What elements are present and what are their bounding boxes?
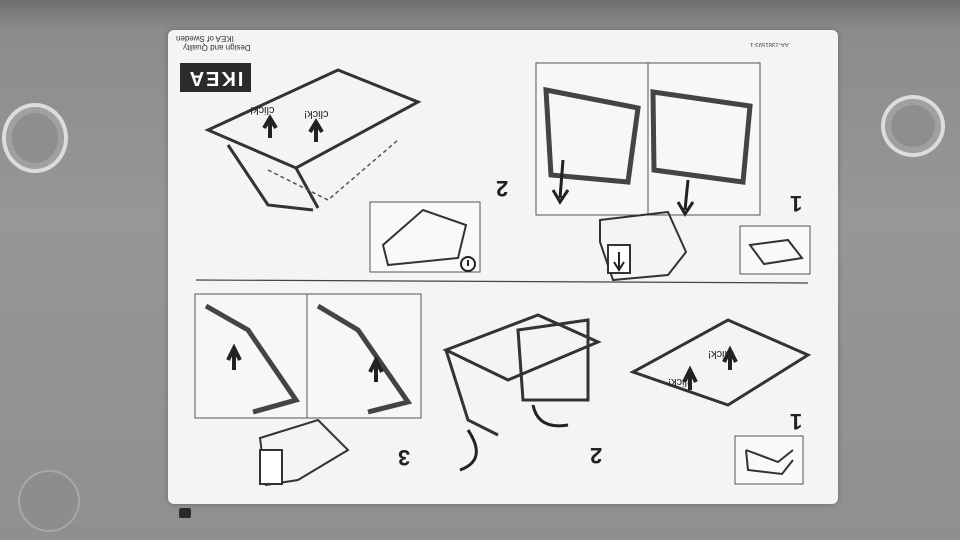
photo-panel-bottom-1 [194,293,308,419]
arrow-up-6 [722,345,738,370]
mounting-hole-right [881,95,945,157]
arrow-up-1 [262,114,278,138]
rack-step2-bottom [442,313,602,437]
clip [179,508,191,518]
mounting-hole-bottom [18,470,80,532]
step-number-top-2: 2 [496,176,509,201]
exclamation-circle-icon [460,256,476,272]
arrow-up-5 [682,365,698,390]
curved-arrow-2 [531,404,569,428]
photo-panel-top-1 [535,62,649,216]
brand-line-2: IKEA of Sweden [176,34,234,43]
article-code: AA-2381593-1 [750,41,789,47]
photo-panel-top-2 [647,62,761,216]
top-ridge [0,0,960,28]
click-label-bottom-2: click! [708,348,733,360]
step-number-bottom-3: 3 [398,445,411,470]
brand-line-1: Design and Quality [183,43,251,52]
instruction-sheet: IKEA Design and Quality IKEA of Sweden A… [168,30,838,504]
curved-arrow-1 [459,429,478,472]
step-number-top-1: 1 [790,191,803,216]
arrow-up-3 [226,343,242,370]
rack-step1-bottom [629,318,812,407]
step-number-bottom-2: 2 [590,443,603,468]
arrow-up-4 [368,355,384,382]
instruction-drawings [194,62,812,487]
step-number-bottom-1: 1 [790,409,803,434]
mini-panel-top [739,225,811,275]
frame-drawing-top-2 [650,89,753,185]
rack-mini-top [599,210,688,282]
mounting-hole-left [2,103,68,173]
click-label-bottom-1: click! [668,376,693,388]
arrow-down-1 [551,159,570,205]
section-divider [195,279,809,284]
arrow-down-2 [676,179,695,217]
click-label-top-1: click! [250,104,275,116]
frame-drawing-top-1 [543,86,641,185]
rack-large-top [204,68,422,212]
arrow-up-2 [308,118,324,142]
brand-logo: IKEA [180,63,251,92]
click-label-top-2: click! [304,108,329,120]
